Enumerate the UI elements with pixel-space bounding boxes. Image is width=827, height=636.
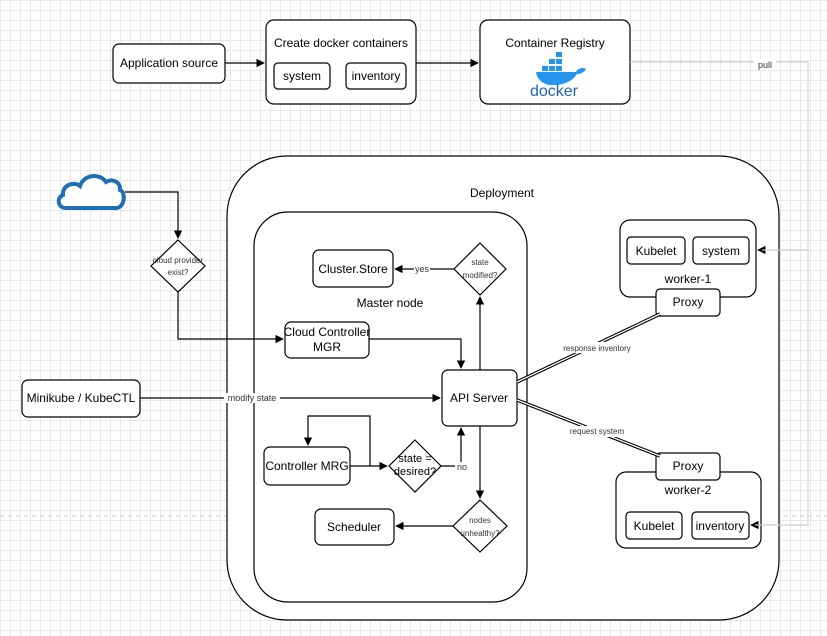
edge-cloud-controller-to-api [369, 338, 466, 369]
worker-2-label: worker-2 [664, 483, 712, 497]
no-label: no [457, 462, 467, 472]
state-desired-label-line1: state = [398, 453, 431, 465]
state-modified-label-line1: state [471, 258, 489, 267]
request-system-label: request system [570, 427, 625, 436]
proxy-2-node[interactable] [655, 452, 721, 481]
docker-whale-icon [536, 52, 586, 86]
response-inventory-label-bg [560, 342, 634, 353]
request-system-label-bg [566, 426, 628, 437]
nodes-unhealthy-decision[interactable] [452, 499, 508, 553]
cloud-provider-label-line1: cloud provider [153, 256, 204, 265]
system-1-node[interactable] [692, 236, 750, 265]
pull-label: pull [758, 60, 772, 70]
cloud-controller-label-line2: MGR [313, 340, 341, 354]
kubelet-1-label: Kubelet [636, 244, 677, 258]
container-registry-label: Container Registry [505, 36, 604, 50]
state-modified-label-line2: modified? [463, 271, 498, 280]
api-server-label: API Server [450, 391, 508, 405]
system-1-label: system [702, 244, 740, 258]
cluster-store-label: Cluster.Store [318, 262, 388, 276]
kubelet-2-node[interactable] [625, 511, 683, 540]
inventory-container-label: inventory [352, 69, 401, 83]
scheduler-node[interactable] [314, 508, 395, 546]
kubelet-1-node[interactable] [626, 236, 686, 265]
cloud-provider-decision[interactable] [150, 239, 206, 293]
edge-controller-loop [303, 415, 371, 466]
proxy-1-node[interactable] [655, 288, 721, 317]
master-node-container[interactable] [253, 211, 528, 603]
minikube-kubectl-label: Minikube / KubeCTL [27, 391, 136, 405]
state-desired-label-line2: desired? [394, 466, 436, 478]
yes-label: yes [415, 264, 430, 274]
application-source-label: Application source [120, 56, 218, 70]
nodes-unhealthy-label-line2: unhealthy? [460, 529, 500, 538]
cloud-provider-label-line2: exist? [168, 268, 189, 277]
modify-state-label-bg [224, 393, 280, 403]
inventory-2-node[interactable] [691, 511, 750, 540]
proxy-2-label: Proxy [673, 459, 704, 473]
state-desired-decision[interactable] [388, 439, 442, 493]
inventory-2-label: inventory [696, 519, 745, 533]
edge-decision-to-cloud-controller [177, 292, 284, 344]
modify-state-label: modify state [228, 393, 277, 403]
edge-cloud-to-decision [125, 191, 183, 239]
response-inventory-label: response inventory [563, 344, 631, 353]
nodes-unhealthy-label-line1: nodes [469, 516, 491, 525]
create-containers-node[interactable] [265, 19, 417, 105]
proxy-1-label: Proxy [673, 295, 704, 309]
master-node-label: Master node [357, 296, 424, 310]
create-containers-label: Create docker containers [274, 36, 408, 50]
edge-pull [630, 61, 809, 530]
cluster-store-node[interactable] [312, 249, 394, 288]
cloud-controller-node[interactable] [284, 321, 370, 359]
no-label-bg [455, 462, 469, 472]
scheduler-label: Scheduler [327, 520, 381, 534]
yes-label-bg [414, 264, 430, 274]
cloud-controller-label-line1: Cloud Controller [284, 325, 371, 339]
worker-1-label: worker-1 [664, 272, 712, 286]
deployment-label: Deployment [470, 186, 535, 200]
docker-wordmark: docker [530, 83, 579, 100]
system-container-label: system [283, 69, 321, 83]
pull-label-bg [754, 59, 776, 70]
inventory-container-node[interactable] [345, 62, 407, 90]
cloud-icon [56, 174, 126, 210]
controller-mrg-label: Controller MRG [265, 459, 348, 473]
state-modified-decision[interactable] [453, 242, 507, 296]
system-container-node[interactable] [273, 62, 331, 90]
kubelet-2-label: Kubelet [634, 519, 675, 533]
